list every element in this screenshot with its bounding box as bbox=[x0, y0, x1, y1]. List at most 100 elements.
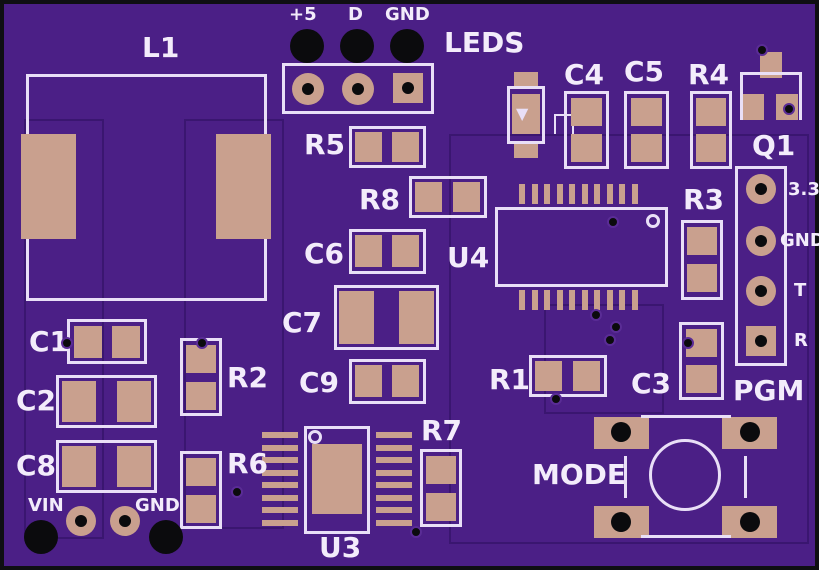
label-r1: R1 bbox=[489, 363, 531, 396]
via bbox=[610, 321, 622, 333]
diode-body bbox=[512, 94, 540, 134]
c3-outline bbox=[679, 322, 724, 400]
ic-pin bbox=[376, 469, 412, 476]
ic-pin bbox=[531, 184, 538, 204]
r6-outline bbox=[180, 451, 222, 529]
ic-pin bbox=[262, 457, 298, 463]
ic-pin bbox=[631, 290, 638, 310]
ic-pin bbox=[544, 184, 550, 204]
label-r4: R4 bbox=[688, 58, 730, 91]
pgm-pin bbox=[746, 276, 776, 306]
c9-pad bbox=[355, 365, 382, 397]
r4-outline bbox=[690, 91, 732, 169]
inductor-pad bbox=[21, 134, 76, 239]
mode-button-hole bbox=[740, 512, 760, 532]
c8-pad bbox=[117, 446, 151, 487]
label-d: D bbox=[348, 4, 363, 25]
u4-outline bbox=[495, 207, 668, 287]
label-c2: C2 bbox=[16, 384, 57, 417]
r1-outline bbox=[529, 355, 607, 397]
c6-outline bbox=[349, 229, 426, 274]
r3-pad bbox=[687, 227, 717, 255]
diode-outline bbox=[507, 86, 545, 144]
r5-outline bbox=[349, 126, 426, 168]
ic-pin bbox=[519, 290, 525, 310]
c1-pad bbox=[112, 326, 140, 358]
c2-pad bbox=[62, 381, 96, 422]
via bbox=[410, 526, 422, 538]
label-r: R bbox=[794, 330, 808, 351]
c9-outline bbox=[349, 359, 426, 404]
ic-pin bbox=[594, 290, 600, 310]
ic-pin bbox=[262, 432, 298, 438]
trace bbox=[184, 119, 284, 529]
via-hole bbox=[390, 29, 424, 63]
ic-pin bbox=[619, 290, 625, 310]
q1-outline bbox=[740, 72, 802, 120]
label-vin: VIN bbox=[28, 495, 64, 516]
mode-button-outline bbox=[641, 415, 731, 418]
via bbox=[231, 486, 243, 498]
ic-pin bbox=[606, 290, 613, 310]
label-c6: C6 bbox=[304, 237, 345, 270]
label-u4: U4 bbox=[447, 241, 490, 274]
r7-pad bbox=[426, 493, 456, 521]
ic-pin bbox=[376, 457, 412, 463]
label-r7: R7 bbox=[421, 414, 463, 447]
via-hole bbox=[290, 29, 324, 63]
label-gnd-bottom: GND bbox=[135, 495, 180, 516]
label-gnd-top: GND bbox=[385, 4, 430, 25]
label-c8: C8 bbox=[16, 449, 57, 482]
c2-outline bbox=[56, 375, 157, 428]
label-3v3: 3.3 bbox=[788, 179, 819, 200]
r7-outline bbox=[420, 449, 462, 527]
ic-pin bbox=[262, 469, 298, 476]
c4-outline bbox=[564, 91, 609, 169]
ic-pin bbox=[519, 184, 525, 204]
c3-pad bbox=[686, 365, 717, 393]
c5-pad bbox=[631, 134, 662, 162]
mode-button-hole bbox=[611, 422, 631, 442]
label-r3: R3 bbox=[683, 183, 725, 216]
mode-button-outline bbox=[641, 535, 731, 538]
c7-pad bbox=[399, 291, 434, 344]
r2-pad bbox=[186, 382, 216, 410]
ic-pin bbox=[581, 290, 588, 310]
label-c5: C5 bbox=[624, 55, 665, 88]
r5-pad bbox=[355, 132, 382, 162]
ic-pin bbox=[262, 482, 298, 488]
label-r2: R2 bbox=[227, 361, 269, 394]
diode-pad bbox=[514, 142, 538, 158]
ic-pin bbox=[262, 444, 298, 451]
label-u3: U3 bbox=[319, 531, 362, 564]
diode-pad bbox=[514, 72, 538, 88]
ic-pin bbox=[262, 519, 298, 526]
inductor-pad bbox=[216, 134, 271, 239]
u3-outline bbox=[304, 426, 370, 534]
c5-pad bbox=[631, 98, 662, 126]
mode-button-outline bbox=[624, 456, 627, 498]
c6-pad bbox=[355, 235, 382, 267]
u3-pin1-marker bbox=[308, 430, 322, 444]
ic-pin bbox=[262, 507, 298, 513]
label-c7: C7 bbox=[282, 306, 323, 339]
mode-button-hole bbox=[740, 422, 760, 442]
mode-button-actuator bbox=[649, 439, 721, 511]
via bbox=[682, 337, 694, 349]
ic-pin bbox=[376, 444, 412, 451]
ic-pin bbox=[531, 290, 538, 310]
label-l1: L1 bbox=[142, 31, 180, 64]
ic-pin bbox=[631, 184, 638, 204]
pgm-header-outline bbox=[735, 166, 787, 366]
r6-pad bbox=[186, 458, 216, 486]
ic-pin bbox=[569, 184, 575, 204]
c8-pad bbox=[62, 446, 96, 487]
via-hole bbox=[24, 520, 58, 554]
label-r8: R8 bbox=[359, 183, 401, 216]
ic-pin bbox=[376, 432, 412, 438]
r5-pad bbox=[392, 132, 419, 162]
trace bbox=[544, 304, 664, 414]
label-c3: C3 bbox=[631, 367, 672, 400]
ic-pin bbox=[376, 507, 412, 513]
r1-pad bbox=[535, 361, 562, 391]
